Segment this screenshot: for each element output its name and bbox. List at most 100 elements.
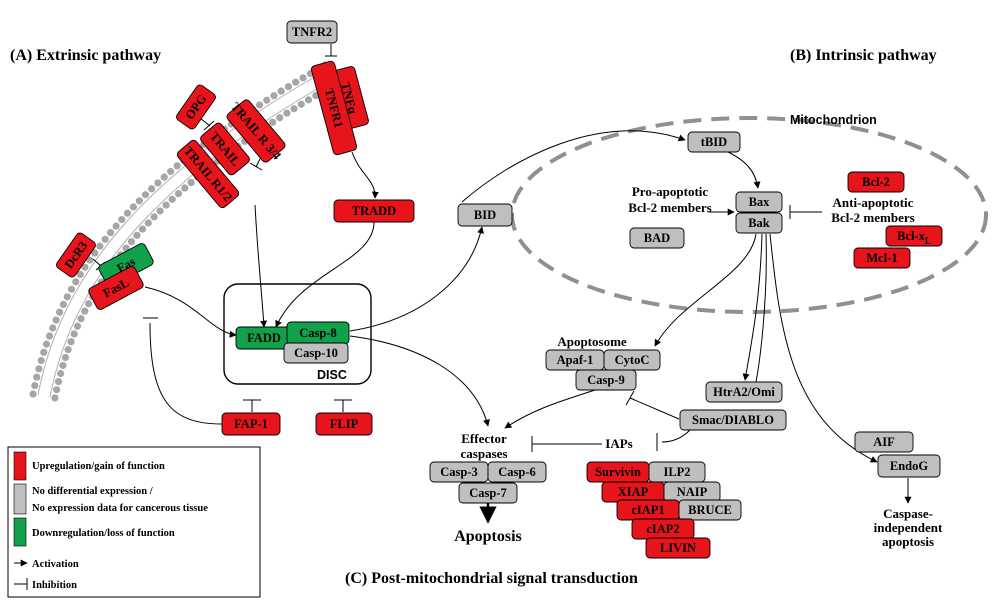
legend-up-label: Upregulation/gain of function	[32, 461, 165, 472]
bcl2-node: Bcl-2	[847, 171, 905, 193]
survivin-node: Survivin	[586, 461, 650, 483]
legend-swatch-down	[13, 517, 27, 547]
mcl1-node: Mcl-1	[853, 247, 911, 269]
lipid-head	[96, 242, 104, 250]
bid-node: BID	[457, 203, 513, 227]
htra2-box	[705, 381, 783, 403]
ciap2-label: cIAP2	[646, 522, 679, 536]
lipid-head	[167, 167, 175, 176]
lipid-head	[51, 394, 59, 402]
tnfr2-label: TNFR2	[292, 25, 332, 39]
casp6-box	[487, 461, 547, 483]
endog-node: EndoG	[877, 454, 941, 478]
legend-none-label: No differential expression /	[32, 486, 154, 497]
fadd-node: FADD	[235, 326, 293, 350]
lipid-head	[35, 365, 43, 373]
lipid-head	[56, 308, 64, 316]
lipid-head	[70, 330, 78, 338]
lipid-head	[85, 300, 93, 308]
lipid-head	[162, 201, 170, 209]
legend: Upregulation/gain of function No differe…	[7, 446, 261, 598]
naip-node: NAIP	[663, 481, 721, 503]
casp8-node: Casp-8	[286, 321, 350, 345]
lipid-head	[123, 209, 132, 217]
trail-box	[200, 122, 250, 176]
lipid-head	[135, 197, 143, 205]
lipid-head	[284, 83, 293, 91]
bad-box	[629, 227, 685, 249]
lipid-head	[40, 348, 48, 356]
cytoc-node: CytoC	[603, 349, 661, 371]
lipid-head	[86, 256, 94, 264]
casp10-node: Casp-10	[283, 342, 349, 364]
bax-node: Bax	[735, 191, 783, 213]
casp7-box	[458, 482, 518, 504]
aif-label: AIF	[873, 435, 895, 449]
lipid-head	[173, 162, 181, 170]
lipid-head	[292, 78, 300, 86]
survivin-label: Survivin	[595, 465, 641, 479]
bax-box	[735, 191, 783, 213]
lipid-head	[304, 96, 313, 104]
lipid-head	[61, 353, 70, 362]
lipid-head	[49, 324, 57, 332]
lipid-head	[52, 316, 60, 324]
opg-box	[176, 84, 216, 130]
flip-box	[315, 412, 373, 436]
lipid-head	[101, 235, 109, 243]
lipid-head	[106, 229, 115, 237]
bruce-box	[678, 499, 742, 521]
legend-swatch-none	[13, 483, 27, 515]
bak-box	[735, 212, 783, 234]
endog-box	[877, 454, 941, 478]
ilp2-node: ILP2	[648, 461, 706, 483]
tradd-label: TRADD	[352, 204, 396, 218]
casp7-node: Casp-7	[458, 482, 518, 504]
legend-swatch-up	[13, 451, 27, 481]
endog-label: EndoG	[890, 459, 928, 473]
lipid-head	[269, 118, 277, 126]
flip-node: FLIP	[315, 412, 373, 436]
lipid-head	[150, 213, 158, 221]
lipid-head	[129, 203, 137, 211]
mitochondrion-label: Mitochondrion	[790, 113, 877, 127]
casp9-label: Casp-9	[587, 373, 625, 387]
disc-label: DISC	[317, 368, 347, 382]
bid-label: BID	[474, 208, 496, 222]
casp9-box	[575, 369, 637, 391]
apaf1-node: Apaf-1	[545, 349, 605, 371]
bclxl-label: Bcl-xL	[897, 229, 931, 246]
lipid-head	[53, 386, 61, 394]
lipid-head	[37, 356, 45, 365]
bcl2-label: Bcl-2	[862, 175, 890, 189]
lipid-head	[276, 114, 284, 122]
xiap-node: XIAP	[601, 481, 665, 503]
legend-none-label-2: No expression data for cancerous tissue	[32, 503, 208, 514]
lipid-head	[59, 300, 67, 309]
casp3-label: Casp-3	[440, 465, 478, 479]
lipid-head	[138, 225, 147, 233]
bad-label: BAD	[644, 231, 670, 245]
lipid-head	[156, 207, 164, 215]
ciap2-node: cIAP2	[631, 518, 695, 540]
trailr12-box	[176, 139, 240, 209]
casp8-label: Casp-8	[299, 326, 337, 340]
connectors	[92, 44, 912, 504]
mcl1-label: Mcl-1	[866, 251, 897, 265]
lipid-head	[67, 338, 75, 346]
livin-box	[645, 537, 711, 559]
lipid-head	[141, 191, 150, 199]
lipid-head	[148, 185, 156, 193]
lipid-head	[59, 361, 67, 370]
aif-box	[854, 431, 914, 453]
smac-label: Smac/DIABLO	[692, 413, 774, 427]
dcr3-node: DcR3	[56, 232, 96, 278]
fadd-label: FADD	[247, 331, 281, 345]
tradd-node: TRADD	[333, 199, 415, 223]
lipid-head	[91, 249, 99, 257]
bcl2-box	[847, 171, 905, 193]
pro-apoptotic-label-2: Bcl-2 members	[628, 200, 711, 215]
xiap-label: XIAP	[618, 485, 649, 499]
casp9-node: Casp-9	[575, 369, 637, 391]
